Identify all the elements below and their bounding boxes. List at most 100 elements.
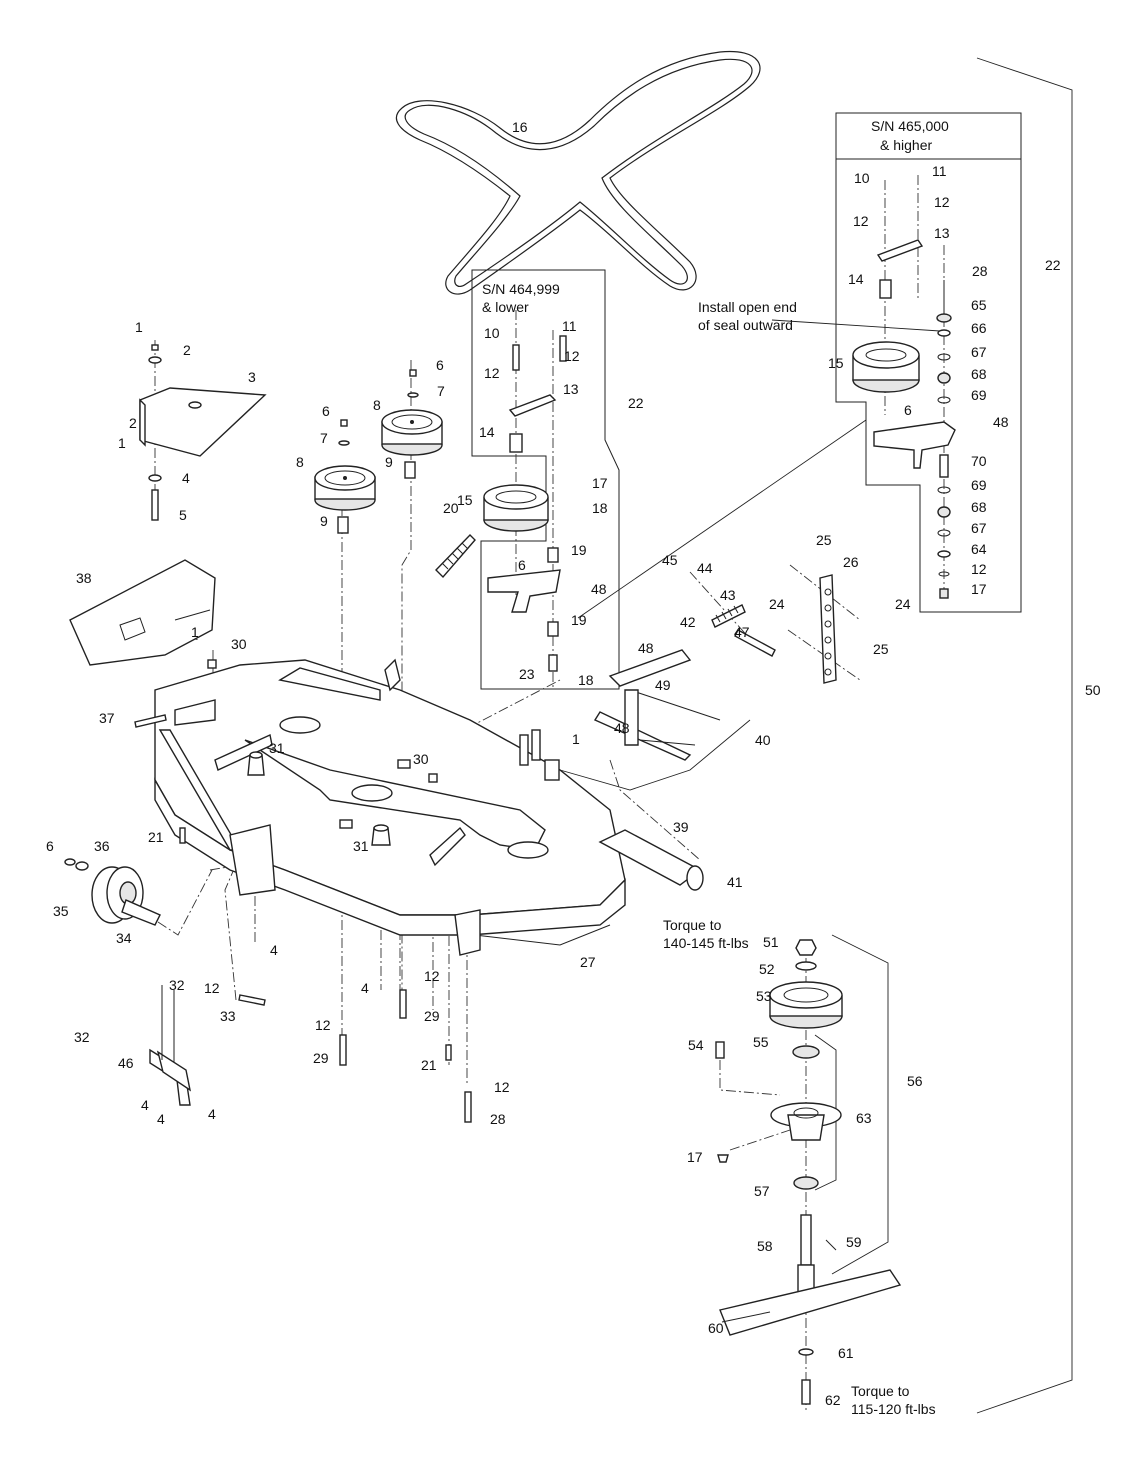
- part-label-46: 46: [118, 1055, 134, 1071]
- part-label-17: 17: [687, 1149, 703, 1165]
- part-label-6: 6: [322, 403, 330, 419]
- pivot-tube: [559, 649, 751, 891]
- part-label-25: 25: [816, 532, 832, 548]
- bracket-56: [831, 934, 889, 1275]
- part-label-5: 5: [179, 507, 187, 523]
- part-label-4: 4: [208, 1106, 216, 1122]
- seal-note-line2: of seal outward: [698, 317, 793, 333]
- part-label-1: 1: [572, 731, 580, 747]
- part-label-53: 53: [756, 988, 772, 1004]
- part-label-8: 8: [296, 454, 304, 470]
- part-label-3: 3: [248, 369, 256, 385]
- part-label-29: 29: [424, 1008, 440, 1024]
- part-label-21: 21: [421, 1057, 437, 1073]
- part-label-12: 12: [204, 980, 220, 996]
- height-adjust-link: [819, 574, 837, 684]
- discharge-chute: [69, 559, 216, 666]
- part-label-67: 67: [971, 520, 987, 536]
- part-label-15: 15: [828, 355, 844, 371]
- part-label-68: 68: [971, 366, 987, 382]
- sn-high-note-line1: S/N 465,000: [871, 118, 949, 134]
- seal-note-line1: Install open end: [698, 299, 797, 315]
- part-label-37: 37: [99, 710, 115, 726]
- anti-scalp-wheel: [64, 858, 161, 926]
- sn-low-box: [471, 269, 620, 690]
- part-label-13: 13: [934, 225, 950, 241]
- part-label-20: 20: [443, 500, 459, 516]
- part-label-35: 35: [53, 903, 69, 919]
- part-label-32: 32: [169, 977, 185, 993]
- torque-upper-note-line2: 140-145 ft-lbs: [663, 935, 749, 951]
- part-label-48: 48: [614, 720, 630, 736]
- part-label-12: 12: [971, 561, 987, 577]
- part-label-10: 10: [484, 325, 500, 341]
- part-label-68: 68: [971, 499, 987, 515]
- part-label-8: 8: [373, 397, 381, 413]
- part-label-63: 63: [856, 1110, 872, 1126]
- part-label-2: 2: [183, 342, 191, 358]
- part-label-44: 44: [697, 560, 713, 576]
- part-label-18: 18: [592, 500, 608, 516]
- torsion-spring: [435, 534, 476, 579]
- part-label-43: 43: [720, 587, 736, 603]
- part-label-41: 41: [727, 874, 743, 890]
- part-label-1: 1: [135, 319, 143, 335]
- part-label-9: 9: [385, 454, 393, 470]
- sn-low-note-line1: S/N 464,999: [482, 281, 560, 297]
- spindle-assembly: [715, 939, 902, 1405]
- part-label-11: 11: [562, 318, 577, 334]
- part-label-69: 69: [971, 387, 987, 403]
- part-label-4: 4: [182, 470, 190, 486]
- part-label-33: 33: [220, 1008, 236, 1024]
- part-label-19: 19: [571, 542, 587, 558]
- part-label-12: 12: [315, 1017, 331, 1033]
- part-label-21: 21: [148, 829, 164, 845]
- bracket-50: [976, 57, 1073, 1414]
- part-label-48: 48: [638, 640, 654, 656]
- sn-high-note-line2: & higher: [880, 137, 932, 153]
- part-label-30: 30: [413, 751, 429, 767]
- part-label-10: 10: [854, 170, 870, 186]
- leader-22-low: [577, 419, 867, 619]
- part-label-49: 49: [655, 677, 671, 693]
- part-label-47: 47: [734, 624, 750, 640]
- part-label-7: 7: [320, 430, 328, 446]
- part-label-55: 55: [753, 1034, 769, 1050]
- part-label-70: 70: [971, 453, 987, 469]
- part-label-12: 12: [494, 1079, 510, 1095]
- part-label-30: 30: [231, 636, 247, 652]
- part-label-22: 22: [628, 395, 644, 411]
- notes: S/N 465,000 & higher S/N 464,999 & lower…: [482, 118, 949, 1417]
- part-label-28: 28: [972, 263, 988, 279]
- part-label-60: 60: [708, 1320, 724, 1336]
- bumper-31b: [371, 824, 391, 846]
- part-label-50: 50: [1085, 682, 1101, 698]
- part-label-4: 4: [157, 1111, 165, 1127]
- part-label-27: 27: [580, 954, 596, 970]
- part-label-6: 6: [518, 557, 526, 573]
- part-label-26: 26: [843, 554, 859, 570]
- part-label-38: 38: [76, 570, 92, 586]
- part-label-6: 6: [904, 402, 912, 418]
- idler-pulley-left: [314, 465, 376, 511]
- part-label-28: 28: [490, 1111, 506, 1127]
- part-label-6: 6: [46, 838, 54, 854]
- part-label-25: 25: [873, 641, 889, 657]
- part-label-11: 11: [932, 163, 947, 179]
- bearing-stack-high: [936, 313, 952, 599]
- spacer-9a: [337, 516, 349, 534]
- part-label-24: 24: [769, 596, 785, 612]
- part-label-15: 15: [457, 492, 473, 508]
- part-label-19: 19: [571, 612, 587, 628]
- torque-upper-note-line1: Torque to: [663, 917, 722, 933]
- torque-lower-note-line1: Torque to: [851, 1383, 910, 1399]
- part-label-51: 51: [763, 934, 779, 950]
- drive-belt: [396, 50, 761, 295]
- part-label-12: 12: [564, 348, 580, 364]
- part-label-14: 14: [479, 424, 495, 440]
- part-label-31: 31: [353, 838, 369, 854]
- part-label-24: 24: [895, 596, 911, 612]
- part-label-16: 16: [512, 119, 528, 135]
